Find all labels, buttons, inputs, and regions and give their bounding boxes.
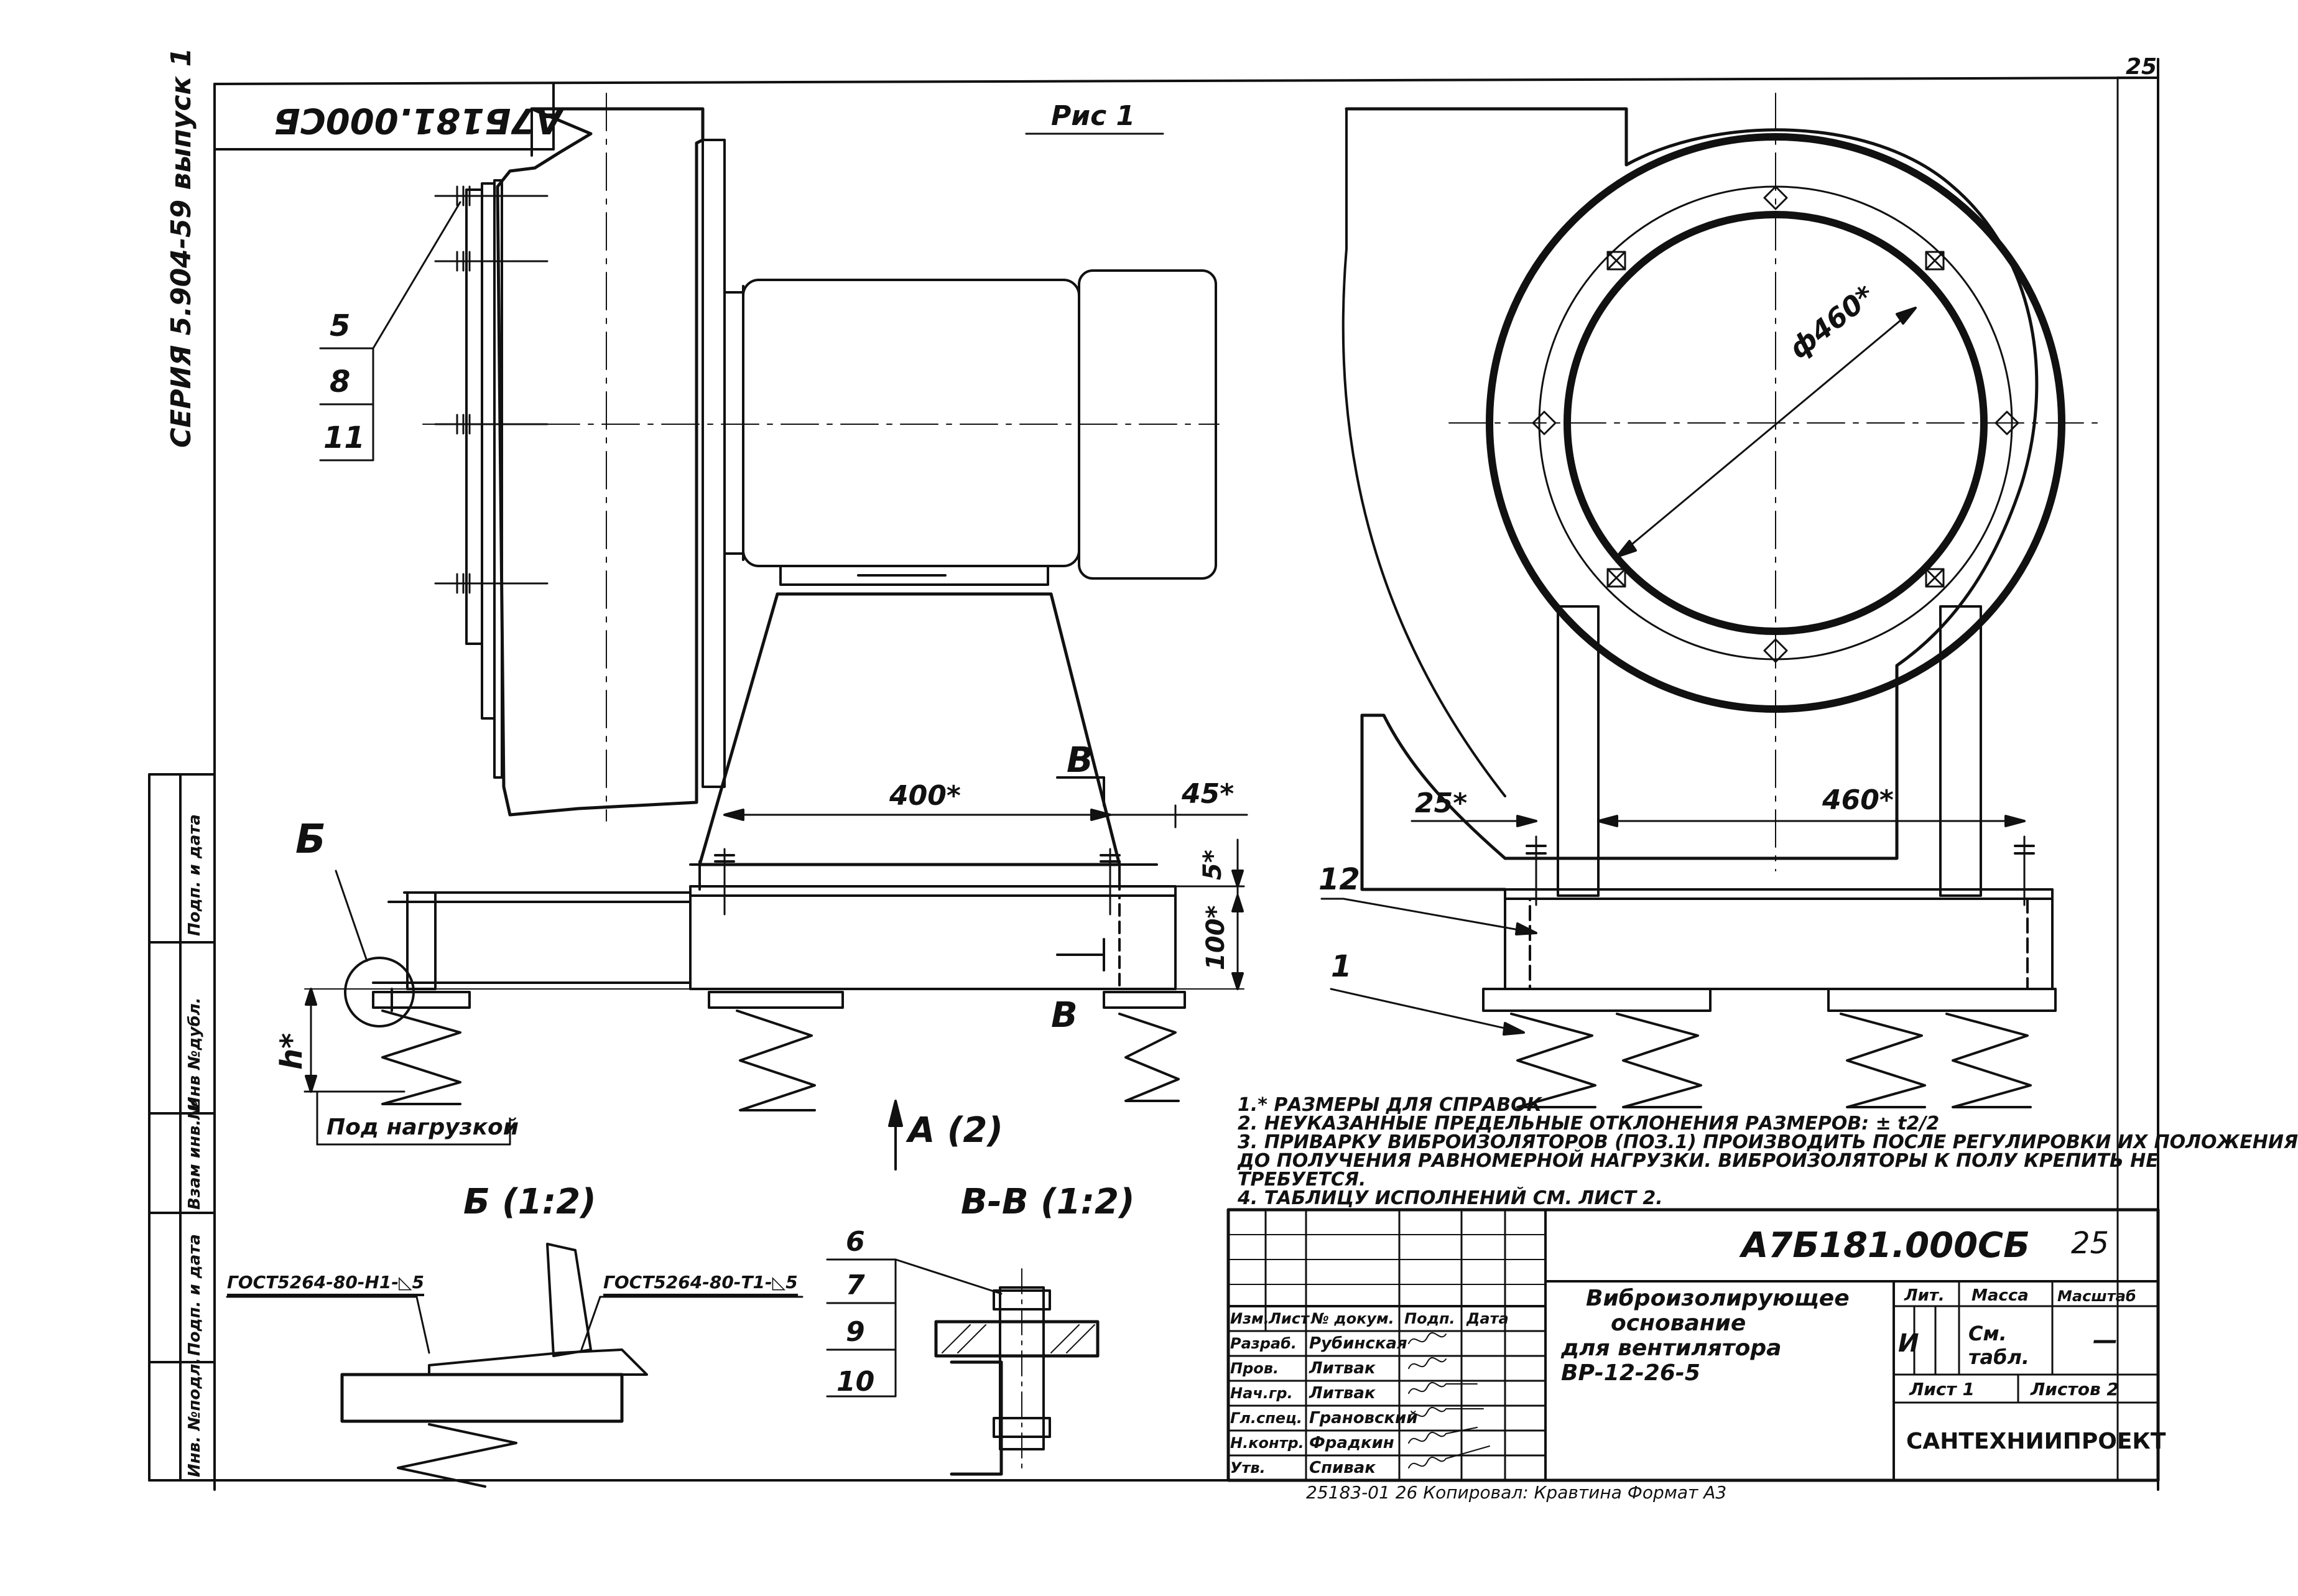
dim-h: h* — [274, 1032, 309, 1070]
callout-6: 6 — [846, 1226, 865, 1258]
dim-5: 5* — [1198, 850, 1227, 880]
role-5: Утв. — [1230, 1459, 1266, 1477]
name-1: Литвак — [1309, 1359, 1376, 1378]
organization: САНТЕХНИИПРОЕКТ — [1906, 1429, 2166, 1454]
section-vv-drawing — [826, 1258, 1100, 1476]
isolators-side — [372, 988, 1186, 1111]
callout-11: 11 — [323, 420, 365, 455]
note-3b: ДО ПОЛУЧЕНИЯ РАВНОМЕРНОЙ НАГРУЗКИ. ВИБРО… — [1238, 1150, 2159, 1172]
weld-left: ГОСТ5264-80-Н1-◺5 — [227, 1274, 424, 1296]
scale-header: Масштаб — [2057, 1287, 2136, 1305]
strip-inv-dubl: Инв №дубл. — [185, 997, 204, 1110]
front-view — [1320, 93, 2103, 1108]
callout-5: 5 — [330, 309, 351, 343]
note-1: 1.* РАЗМЕРЫ ДЛЯ СПРАВОК — [1238, 1094, 1542, 1116]
dim-45: 45* — [1182, 778, 1235, 810]
product-name-3: для вентилятора — [1561, 1335, 1782, 1361]
hdr-izm: Изм. — [1230, 1310, 1269, 1327]
note-4: 4. ТАБЛИЦУ ИСПОЛНЕНИЙ СМ. ЛИСТ 2. — [1238, 1187, 1663, 1209]
strip-podp-data-1: Подп. и дата — [185, 1234, 204, 1356]
hdr-list: Лист — [1269, 1310, 1309, 1327]
dim-100: 100* — [1202, 905, 1230, 970]
dim-400: 400* — [889, 780, 961, 812]
left-strip-frame — [148, 773, 216, 1482]
role-2: Нач.гр. — [1230, 1385, 1293, 1402]
lit-value: И — [1898, 1329, 1919, 1358]
section-vv-title: В-В (1:2) — [961, 1182, 1135, 1222]
detail-b-title: Б (1:2) — [463, 1182, 596, 1222]
sheet-frame — [148, 58, 2159, 1491]
section-mark-b-bottom: В — [1051, 995, 1078, 1036]
name-3: Грановский — [1309, 1409, 1418, 1427]
hdr-data: Дата — [1466, 1310, 1509, 1327]
dim-25: 25* — [1415, 787, 1468, 819]
role-3: Гл.спец. — [1230, 1409, 1302, 1427]
mass-header: Масса — [1971, 1286, 2029, 1305]
callout-7: 7 — [846, 1269, 865, 1301]
callout-10: 10 — [836, 1366, 875, 1398]
hdr-dokum: № докум. — [1311, 1310, 1394, 1327]
callout-12: 12 — [1318, 862, 1360, 897]
callout-1: 1 — [1331, 949, 1352, 984]
product-name-2: основание — [1611, 1311, 1746, 1336]
name-5: Спивак — [1309, 1459, 1376, 1477]
title-block-frame — [1226, 1208, 2160, 1482]
title-designation: А7Б181.000СБ — [1741, 1225, 2030, 1266]
weld-right: ГОСТ5264-80-Т1-◺5 — [603, 1274, 798, 1296]
under-load-label: Под нагрузкой — [327, 1115, 519, 1140]
note-2: 2. НЕУКАЗАННЫЕ ПРЕДЕЛЬНЫЕ ОТКЛОНЕНИЯ РАЗ… — [1238, 1113, 1940, 1134]
callout-8: 8 — [330, 364, 351, 399]
series-label: СЕРИЯ 5.904-59 выпуск 1 — [165, 47, 197, 448]
callout-9: 9 — [846, 1316, 865, 1348]
dim-460: 460* — [1822, 784, 1894, 816]
view-a-label: А (2) — [908, 1110, 1003, 1151]
figure-title: Рис 1 — [1051, 100, 1136, 132]
strip-inv-podl: Инв. №подл. — [185, 1357, 204, 1477]
note-3: 3. ПРИВАРКУ ВИБРОИЗОЛЯТОРОВ (ПОЗ.1) ПРОИ… — [1238, 1131, 2298, 1153]
strip-vzam-inv: Взам инв.№ — [185, 1100, 204, 1210]
drawing-sheet — [148, 58, 2160, 1491]
product-name-4: ВР-12-26-5 — [1561, 1360, 1700, 1386]
title-designation-hand: 25 — [2071, 1226, 2110, 1261]
sheet-label: Лист 1 — [1909, 1379, 1975, 1399]
footer-line: 25183-01 26 Копировал: Кравтина Формат А… — [1306, 1482, 1727, 1503]
name-0: Рубинская — [1309, 1334, 1407, 1353]
detail-b-drawing — [226, 1243, 804, 1488]
note-3c: ТРЕБУЕТСЯ. — [1238, 1169, 1366, 1190]
role-4: Н.контр. — [1230, 1434, 1304, 1452]
name-2: Литвак — [1309, 1384, 1376, 1403]
side-view — [303, 93, 1248, 1171]
product-name-1: Виброизолирующее — [1586, 1286, 1850, 1311]
detail-ref-label: Б — [295, 817, 326, 863]
sheets-label: Листов 2 — [2031, 1379, 2119, 1399]
role-1: Пров. — [1230, 1360, 1279, 1377]
section-mark-b-top: В — [1067, 740, 1093, 781]
role-0: Разраб. — [1230, 1335, 1297, 1352]
name-4: Фрадкин — [1309, 1434, 1394, 1452]
lit-header: Лит. — [1904, 1286, 1945, 1305]
drawing-code-rotated: А7Б181.000СБ — [274, 100, 562, 141]
sheet-number: 25 — [2126, 54, 2157, 80]
mass-value: См. табл. — [1968, 1322, 2030, 1369]
hdr-podp: Подп. — [1404, 1310, 1455, 1327]
strip-podp-data-2: Подп. и дата — [185, 814, 204, 936]
scale-value: — — [2093, 1326, 2118, 1355]
notes-block: 1.* РАЗМЕРЫ ДЛЯ СПРАВОК 2. НЕУКАЗАННЫЕ П… — [1238, 1094, 2298, 1209]
